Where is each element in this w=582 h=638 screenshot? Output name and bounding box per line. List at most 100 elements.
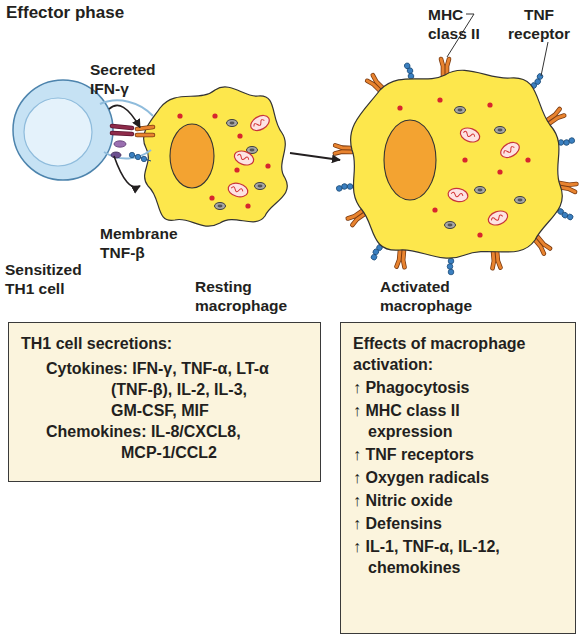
cell-circle-part bbox=[24, 98, 92, 166]
cell-ellipse-part bbox=[458, 125, 481, 144]
cell-circle-part bbox=[237, 133, 242, 138]
arrow-connector bbox=[114, 156, 140, 187]
cell-g-part bbox=[397, 250, 406, 268]
arrow-connector bbox=[109, 105, 140, 127]
cell-ellipse-part bbox=[232, 148, 255, 167]
cell-g-part bbox=[227, 181, 250, 199]
cell-circle-part bbox=[477, 232, 482, 237]
cell-label: Activated macrophage bbox=[380, 277, 488, 315]
cell-ellipse-part bbox=[250, 149, 255, 152]
cell-circle-part bbox=[497, 169, 502, 174]
cell-circle-part bbox=[265, 163, 270, 168]
cell-path-part bbox=[237, 154, 250, 162]
cell-ellipse-part bbox=[384, 120, 436, 200]
cell-ellipse-part bbox=[215, 203, 226, 210]
effect-item: ↑ Nitric oxide bbox=[353, 490, 538, 511]
cell-ellipse-part bbox=[255, 183, 266, 190]
leader-line bbox=[541, 42, 548, 76]
cell-path-part bbox=[503, 146, 515, 155]
cell-path-part bbox=[144, 87, 288, 226]
t-cell-receptor bbox=[112, 126, 132, 134]
cell-circle-part bbox=[397, 105, 402, 110]
cell-circle-part bbox=[234, 167, 239, 172]
info-box: Effects of macrophage activation:↑ Phago… bbox=[340, 322, 576, 634]
cell-path-part bbox=[491, 251, 500, 269]
tcr-outline bbox=[112, 126, 132, 134]
cell-ellipse-part bbox=[478, 189, 483, 192]
cell-svg-part bbox=[340, 50, 570, 270]
effect-item: ↑ Defensins bbox=[353, 513, 538, 534]
cell-path-part bbox=[253, 119, 265, 128]
membrane-contact bbox=[104, 150, 151, 159]
cell-circle-part bbox=[447, 264, 453, 270]
cell-path-part bbox=[451, 192, 464, 198]
cell-circle-part bbox=[177, 113, 182, 118]
cell-ellipse-part bbox=[227, 120, 238, 127]
cell-g-part bbox=[458, 125, 481, 144]
chemokine-list: Chemokines: IL-8/CXCL8, MCP-1/CCL2 bbox=[46, 421, 281, 463]
cell-circle-part bbox=[462, 157, 467, 162]
cell-g-part bbox=[248, 112, 272, 133]
co-receptor bbox=[114, 141, 126, 147]
cell-g-part bbox=[491, 251, 500, 269]
tnf-receptor-bead bbox=[129, 152, 134, 157]
resting-macrophage: Resting macrophage bbox=[140, 78, 290, 228]
activated-macrophage: Activated macrophage bbox=[340, 50, 570, 270]
cell-ellipse-part bbox=[447, 187, 469, 203]
cell-circle-part bbox=[212, 113, 217, 118]
cell-ellipse-part bbox=[495, 127, 506, 134]
cell-ellipse-part bbox=[515, 197, 526, 204]
cell-g-part bbox=[498, 139, 522, 160]
cell-label: Resting macrophage bbox=[195, 277, 303, 315]
cell-ellipse-part bbox=[248, 112, 272, 133]
diagram-title: Effector phase bbox=[6, 3, 124, 23]
cell-circle-part bbox=[566, 213, 574, 221]
tnf-receptor-bead bbox=[135, 154, 140, 159]
cell-label: Sensitized TH1 cell bbox=[5, 260, 105, 298]
effect-item: ↑ MHC class II expression bbox=[353, 400, 538, 442]
box-heading: Effects of macrophage activation: bbox=[353, 333, 563, 375]
cell-circle-part bbox=[448, 269, 454, 275]
cell-ellipse-part bbox=[445, 222, 456, 229]
cell-path-part bbox=[463, 131, 476, 139]
cell-svg-part bbox=[140, 78, 290, 228]
cell-circle-part bbox=[437, 97, 442, 102]
cell-circle-part bbox=[536, 73, 544, 81]
cell-circle-part bbox=[448, 258, 454, 264]
cell-g-part bbox=[336, 182, 354, 191]
cell-ellipse-part bbox=[258, 185, 263, 188]
cell-circle-part bbox=[569, 137, 575, 143]
cell-ellipse-part bbox=[518, 199, 523, 202]
effect-item: ↑ IL-1, TNF-α, IL-12, chemokines bbox=[353, 536, 538, 578]
cell-circle-part bbox=[336, 185, 342, 191]
cell-circle-part bbox=[404, 62, 411, 69]
callout-label: MHC class II bbox=[428, 5, 490, 43]
cell-ellipse-part bbox=[498, 139, 522, 160]
membrane-tnf bbox=[111, 152, 121, 158]
cell-g-part bbox=[335, 145, 352, 154]
cell-g-part bbox=[232, 148, 255, 167]
info-box: TH1 cell secretions:Cytokines: IFN-γ, TN… bbox=[8, 322, 321, 482]
cell-g-part bbox=[404, 62, 416, 80]
effect-item: ↑ TNF receptors bbox=[353, 444, 538, 465]
effect-item: ↑ Phagocytosis bbox=[353, 377, 538, 398]
cell-ellipse-part bbox=[218, 205, 223, 208]
cell-ellipse-part bbox=[498, 129, 503, 132]
callout-label: TNF receptor bbox=[500, 5, 578, 43]
effect-item: ↑ Oxygen radicals bbox=[353, 467, 538, 488]
cell-circle-part bbox=[525, 157, 530, 162]
cell-circle-part bbox=[487, 102, 492, 107]
cell-g-part bbox=[447, 258, 454, 275]
cell-ellipse-part bbox=[455, 107, 466, 114]
tnf-receptor-bead bbox=[141, 156, 146, 161]
cell-path-part bbox=[397, 250, 406, 268]
cell-path-part bbox=[491, 214, 504, 222]
cell-circle-part bbox=[245, 203, 250, 208]
cell-ellipse-part bbox=[227, 181, 250, 199]
edge-label: Membrane TNF-β bbox=[100, 224, 192, 262]
cell-circle-part bbox=[347, 183, 353, 189]
cell-ellipse-part bbox=[475, 187, 486, 194]
edge-label: Secreted IFN-γ bbox=[90, 60, 170, 98]
cell-g-part bbox=[447, 187, 469, 203]
